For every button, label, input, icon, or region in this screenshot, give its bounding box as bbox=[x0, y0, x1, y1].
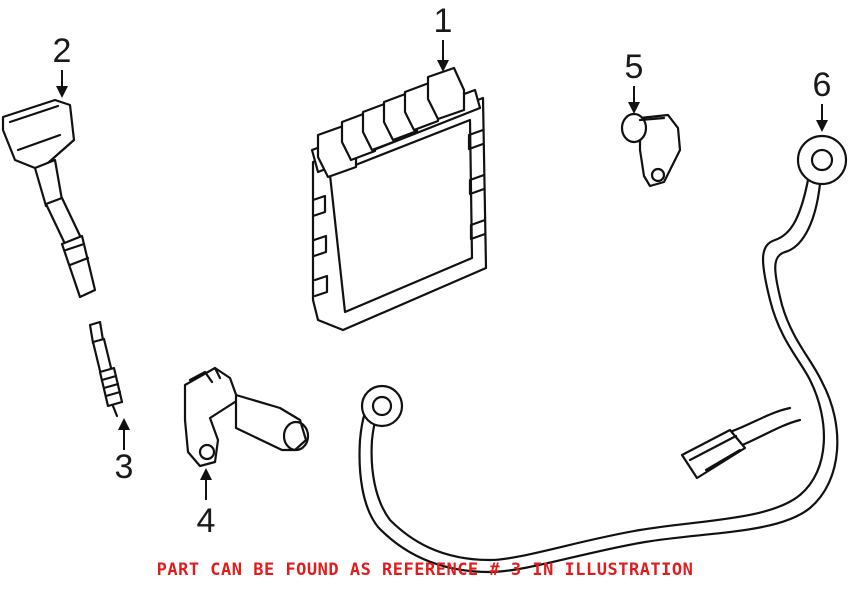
callout-5: 5 bbox=[625, 48, 644, 114]
callout-6-arrowhead bbox=[816, 120, 828, 132]
callout-4-arrowhead bbox=[200, 468, 212, 480]
ecm-connectors bbox=[316, 66, 466, 179]
callout-1-arrowhead bbox=[437, 60, 449, 72]
callout-1-label: 1 bbox=[434, 2, 453, 40]
camshaft-sensor bbox=[183, 366, 310, 468]
spark-plug bbox=[88, 320, 124, 418]
ecm-module bbox=[310, 66, 488, 332]
crankshaft-sensor bbox=[620, 112, 682, 188]
callout-2-label: 2 bbox=[53, 32, 72, 70]
callout-5-arrowhead bbox=[628, 102, 640, 114]
knock-sensor-harness bbox=[358, 134, 848, 574]
callout-5-label: 5 bbox=[625, 48, 644, 86]
callout-3-label: 3 bbox=[115, 448, 134, 486]
callout-1: 1 bbox=[434, 2, 453, 72]
callout-6-label: 6 bbox=[813, 66, 832, 104]
callout-2: 2 bbox=[53, 32, 72, 98]
reference-notice: PART CAN BE FOUND AS REFERENCE # 3 IN IL… bbox=[156, 560, 694, 580]
callout-2-arrowhead bbox=[56, 86, 68, 98]
ignition-coil bbox=[1, 98, 97, 299]
callout-3-arrowhead bbox=[118, 418, 130, 430]
callout-6: 6 bbox=[813, 66, 832, 132]
callout-4: 4 bbox=[197, 468, 216, 540]
callout-4-label: 4 bbox=[197, 502, 216, 540]
callout-3: 3 bbox=[115, 418, 134, 486]
